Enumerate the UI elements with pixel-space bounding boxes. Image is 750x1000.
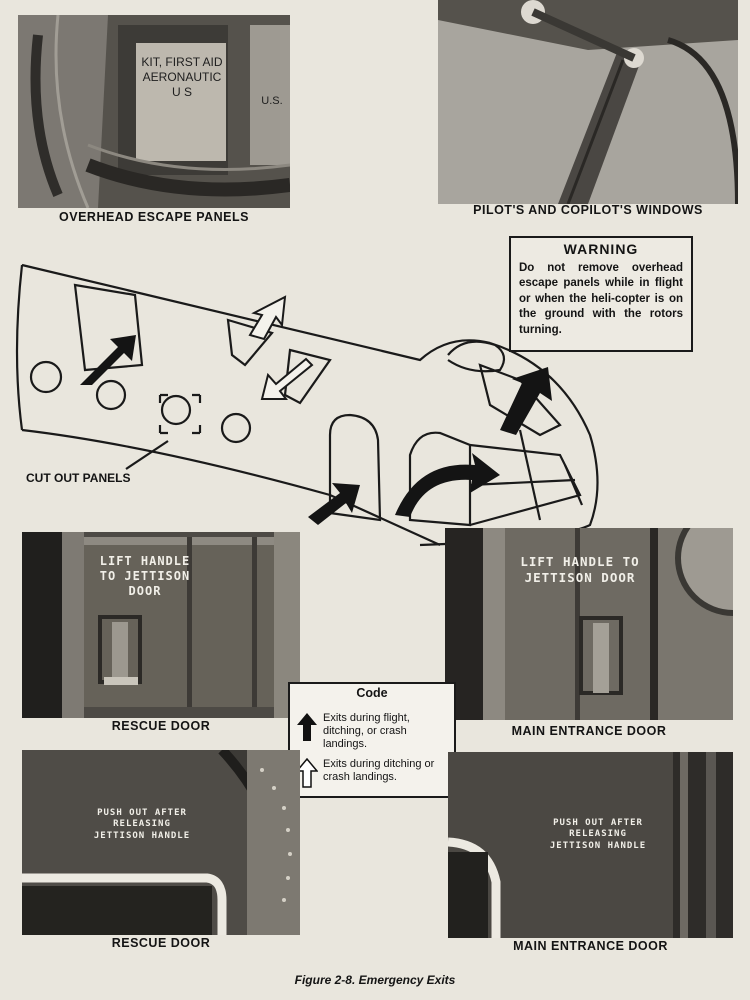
warning-title: WARNING — [563, 241, 639, 257]
main-door-bottom-caption: MAIN ENTRANCE DOOR — [513, 939, 668, 953]
main-door-bottom-stencil: PUSH OUT AFTER RELEASING JETTISON HANDLE — [549, 818, 647, 851]
solid-arrow-icon — [297, 713, 317, 741]
code-outline-text: Exits during ditching or crash landings. — [323, 758, 435, 783]
rescue-door-bottom-caption: RESCUE DOOR — [111, 936, 211, 950]
code-solid-row: Exits during flight, ditching, or crash … — [296, 712, 449, 751]
main-door-top-caption: MAIN ENTRANCE DOOR — [511, 724, 667, 738]
code-solid-text: Exits during flight, ditching, or crash … — [323, 712, 410, 750]
rescue-door-top-stencil: LIFT HANDLE TO JETTISON DOOR — [99, 554, 191, 598]
rescue-door-top-caption: RESCUE DOOR — [111, 719, 211, 733]
rescue-door-photo-bottom: PUSH OUT AFTER RELEASING JETTISON HANDLE — [22, 750, 300, 935]
code-title: Code — [356, 686, 388, 700]
rescue-door-bottom-art — [22, 750, 300, 935]
warning-box: WARNING Do not remove overhead escape pa… — [509, 236, 693, 352]
windows-photo-art — [438, 0, 738, 204]
code-outline-row: Exits during ditching or crash landings. — [296, 758, 449, 788]
figure-title: Figure 2-8. Emergency Exits — [294, 973, 456, 987]
first-aid-kit-label: KIT, FIRST AID AERONAUTIC U S — [141, 55, 223, 99]
code-legend: Code Exits during flight, ditching, or c… — [288, 682, 456, 798]
kit-label-right: U.S. — [261, 95, 283, 107]
rescue-door-photo-top: LIFT HANDLE TO JETTISON DOOR — [22, 532, 300, 718]
overhead-escape-panels-photo: KIT, FIRST AID AERONAUTIC U S U.S. — [18, 15, 290, 208]
main-door-top-art — [445, 528, 733, 720]
overhead-escape-panels-caption: OVERHEAD ESCAPE PANELS — [59, 210, 249, 224]
main-door-top-stencil: LIFT HANDLE TO JETTISON DOOR — [520, 554, 640, 585]
rescue-door-bottom-stencil: PUSH OUT AFTER RELEASING JETTISON HANDLE — [93, 808, 191, 841]
warning-text: Do not remove overhead escape panels whi… — [519, 261, 683, 336]
main-door-photo-bottom: PUSH OUT AFTER RELEASING JETTISON HANDLE — [448, 752, 733, 938]
overhead-photo-art — [18, 15, 290, 208]
pilot-windows-photo — [438, 0, 738, 204]
helicopter-exit-diagram — [15, 263, 599, 547]
main-door-photo-top: LIFT HANDLE TO JETTISON DOOR — [445, 528, 733, 720]
rescue-door-top-art — [22, 532, 300, 718]
pilot-windows-caption: PILOT'S AND COPILOT'S WINDOWS — [473, 203, 703, 217]
cut-out-panels-callout: CUT OUT PANELS — [26, 471, 131, 485]
main-door-bottom-art — [448, 752, 733, 938]
